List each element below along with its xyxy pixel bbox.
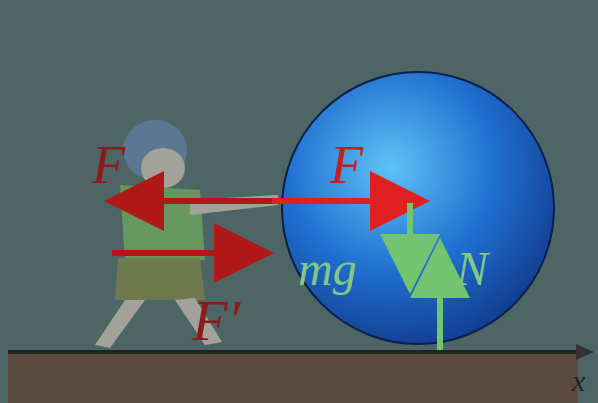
axis-arrow (576, 344, 594, 360)
force-label: F (330, 138, 363, 192)
ground (8, 352, 578, 403)
axis-label: x (572, 366, 585, 396)
force-arrow (272, 198, 418, 204)
force-label: F′ (192, 292, 240, 350)
normal-arrow (437, 250, 443, 350)
force-arrow (112, 250, 262, 256)
force-arrow (116, 198, 272, 204)
ground-line (8, 350, 578, 354)
weight-arrow (407, 203, 413, 282)
force-label: F (92, 138, 125, 192)
ball (282, 72, 554, 344)
normal-label: N (456, 245, 488, 293)
weight-label: mg (298, 245, 357, 293)
